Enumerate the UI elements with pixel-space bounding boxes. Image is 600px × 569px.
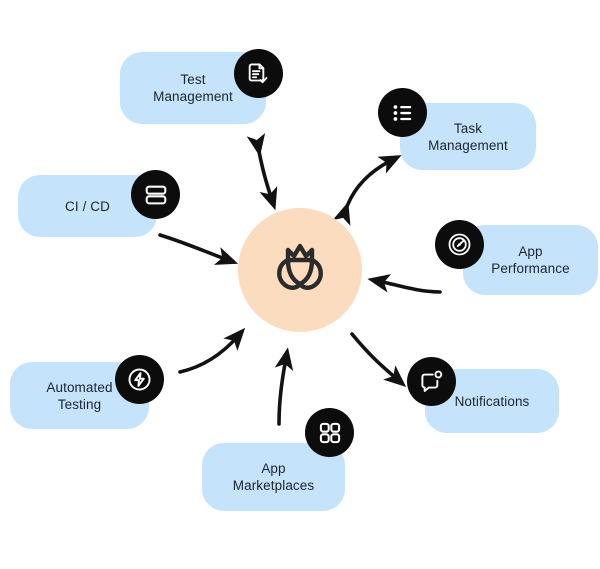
grid-squares-icon[interactable]	[305, 408, 354, 457]
central-hub[interactable]	[238, 208, 362, 332]
arrow-test-management	[246, 132, 278, 211]
node-label: App Marketplaces	[232, 461, 315, 493]
arrow-cicd	[158, 233, 239, 265]
arrow-app-performance	[367, 274, 442, 294]
node-label: CI / CD	[65, 198, 110, 214]
node-label: Notifications	[454, 393, 530, 409]
lightning-bolt-circle-icon[interactable]	[115, 355, 164, 404]
arrow-app-marketplaces	[274, 347, 294, 426]
message-notification-icon[interactable]	[407, 357, 456, 406]
node-label: Automated Testing	[46, 379, 113, 412]
arrow-task-management	[332, 155, 402, 226]
document-check-icon[interactable]	[234, 49, 283, 98]
server-stack-icon[interactable]	[131, 170, 180, 219]
gauge-icon[interactable]	[435, 220, 484, 269]
node-box[interactable]: Task Management	[400, 103, 536, 170]
arrow-notifications	[350, 332, 407, 388]
crown-leaf-logo-icon	[277, 243, 323, 290]
node-label: Task Management	[428, 120, 508, 153]
node-label: Test Management	[153, 72, 233, 104]
arrow-automated-testing	[178, 327, 246, 374]
bulleted-list-icon[interactable]	[378, 88, 427, 137]
node-label: App Performance	[491, 244, 570, 276]
node-box[interactable]: App Performance	[463, 225, 598, 295]
